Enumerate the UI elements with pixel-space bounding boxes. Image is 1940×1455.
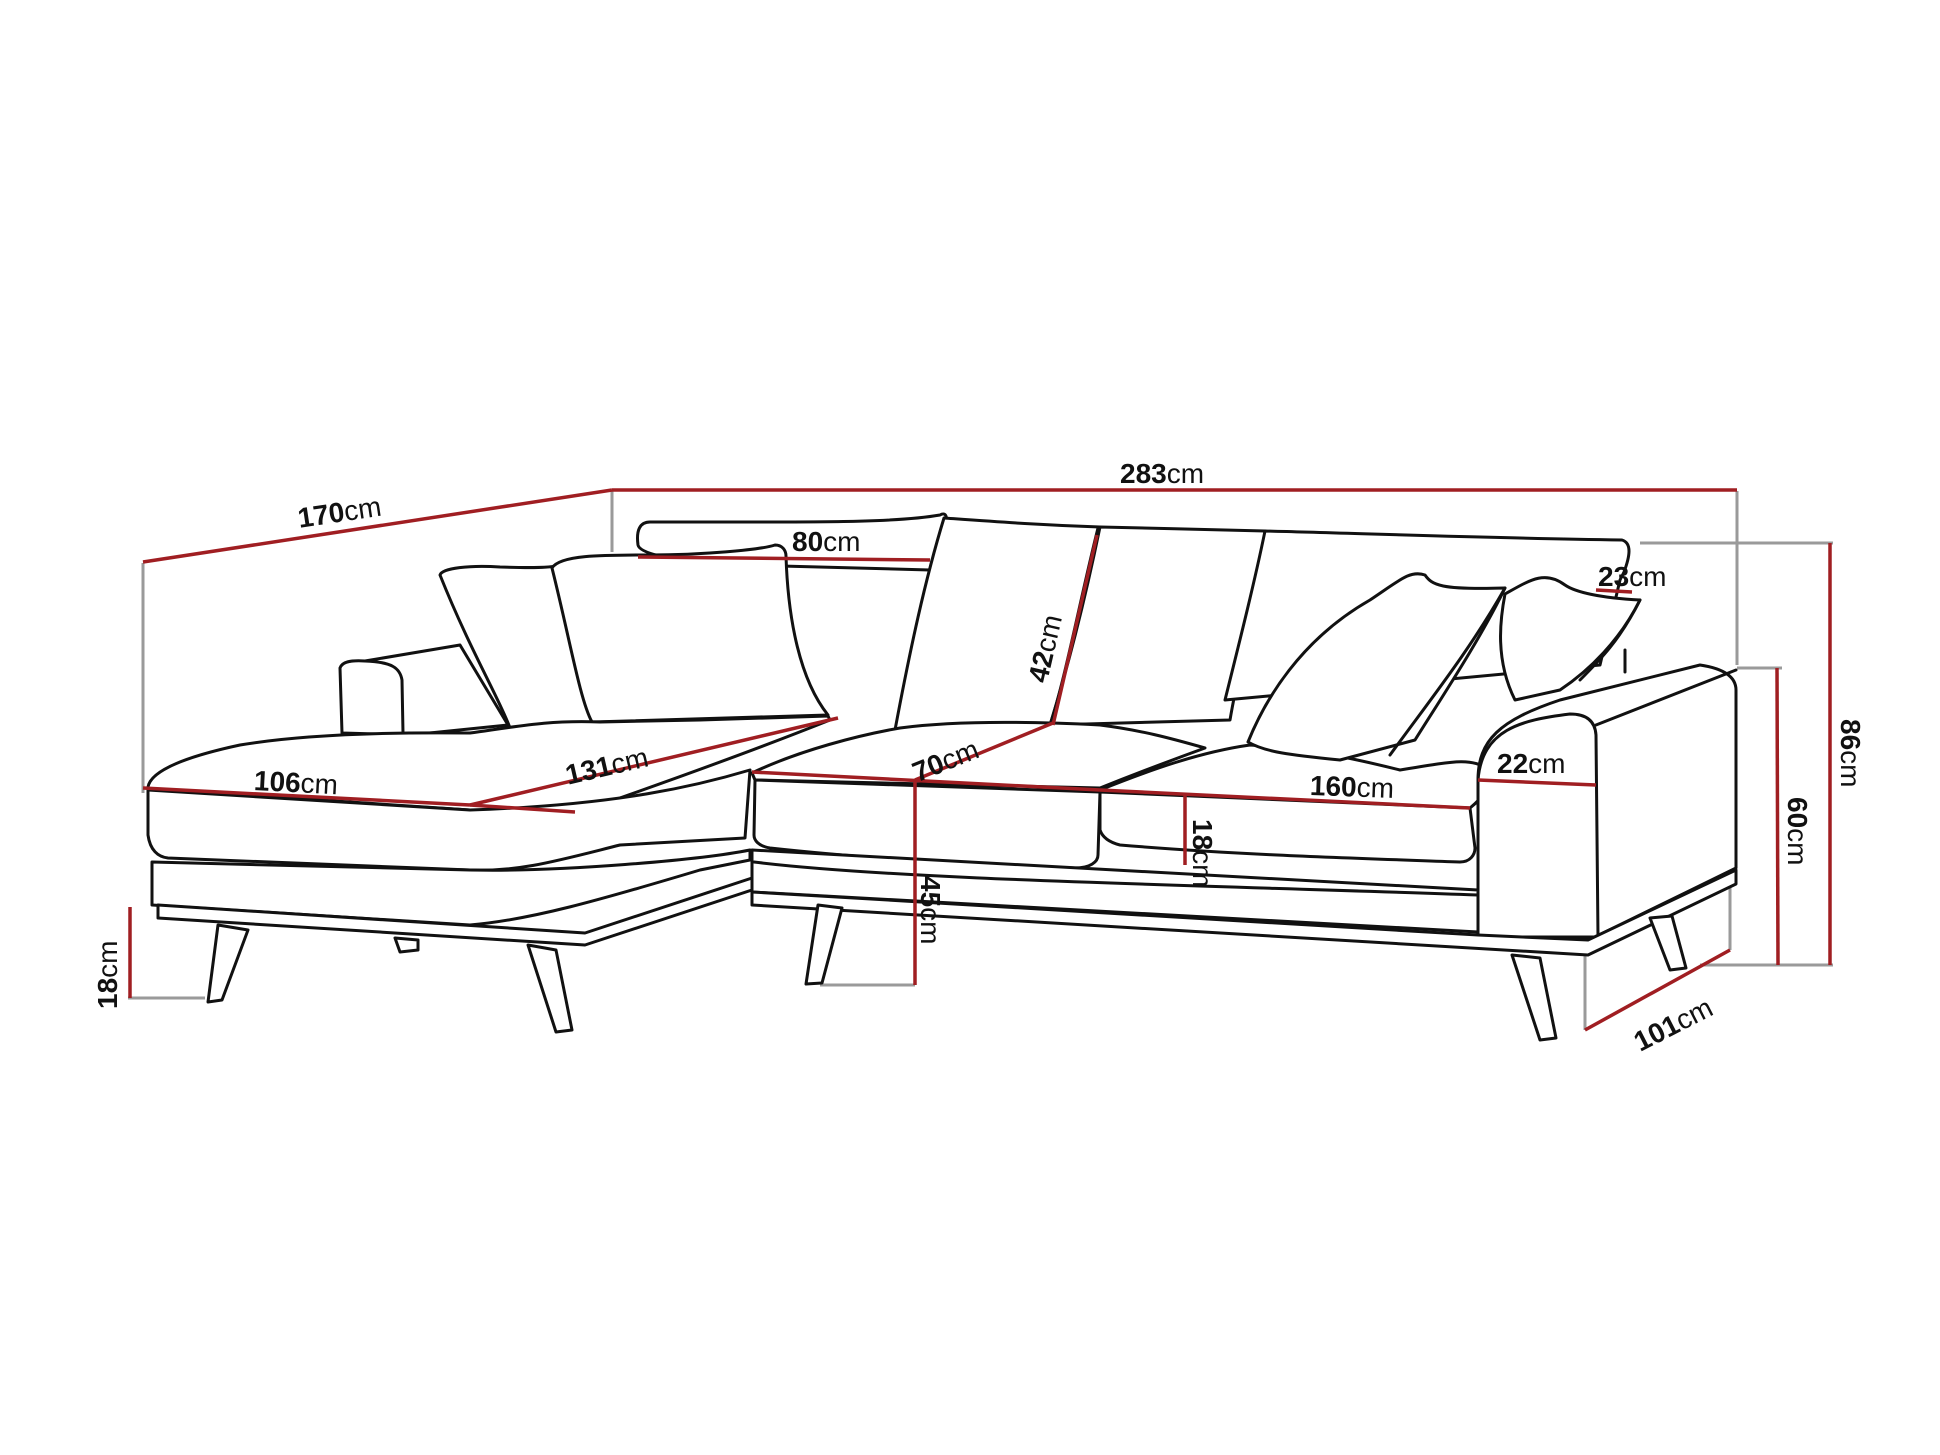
dim-line-170	[142, 488, 613, 564]
dim-line-131b	[469, 803, 576, 814]
dim-line-seat-front	[751, 770, 1101, 792]
dim-line-70	[914, 721, 1054, 782]
sofa-legs	[206, 903, 1688, 1042]
dim-label-armrest-height: 60cm	[1782, 797, 1813, 866]
dim-label-pillow-depth: 23cm	[1598, 561, 1667, 592]
dim-line-60	[1775, 667, 1780, 966]
dim-label-seat-height: 45cm	[915, 876, 946, 945]
dim-label-seat-cushion-height: 18cm	[1187, 819, 1218, 888]
dim-line-22	[1477, 778, 1597, 787]
dim-label-armrest-width: 22cm	[1497, 748, 1566, 779]
dimension-lines	[128, 488, 1832, 1032]
dim-line-80	[637, 555, 931, 562]
extension-lines	[128, 491, 1833, 1030]
dim-label-seat-width: 160cm	[1309, 770, 1395, 804]
dim-line-160	[1099, 788, 1471, 810]
dim-label-chaise-seat-width: 106cm	[253, 765, 339, 801]
dim-line-131	[469, 716, 839, 807]
dim-label-total-width: 283cm	[1120, 458, 1205, 489]
dim-line-106	[142, 786, 471, 807]
dim-label-back-cushion-width: 80cm	[792, 526, 861, 557]
dim-line-101	[1584, 948, 1731, 1032]
dim-label-leg-height: 18cm	[92, 940, 123, 1009]
dim-line-23	[1595, 588, 1633, 594]
sofa-outline	[146, 512, 1738, 957]
dim-line-42	[1051, 534, 1099, 726]
dim-label-total-height: 86cm	[1835, 719, 1866, 788]
